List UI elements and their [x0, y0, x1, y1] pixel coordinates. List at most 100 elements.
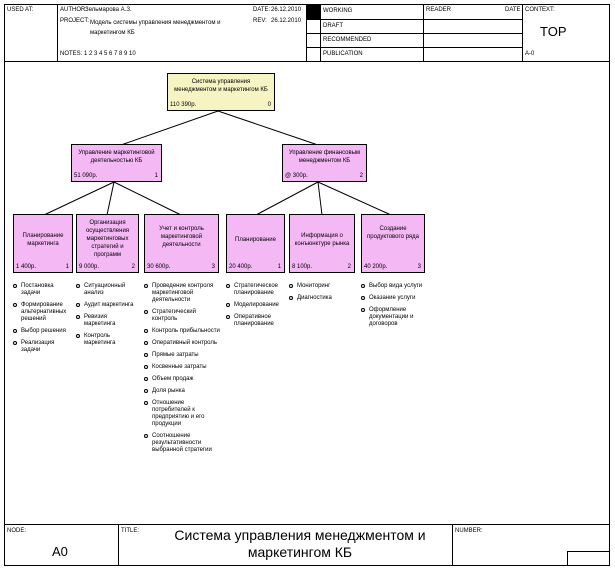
header-divider: [306, 19, 523, 20]
connector: [317, 181, 323, 216]
footer-divider: [452, 524, 453, 566]
node-number: 2: [347, 264, 351, 270]
header-divider: [57, 4, 58, 61]
node-title: Создание продуктового ряда: [367, 226, 419, 240]
list-item: Формирование альтернативных решений: [13, 302, 73, 323]
list-item-text: Реализация задачи: [21, 340, 55, 353]
bullet-circle-icon: [144, 401, 148, 405]
bullet-circle-icon: [13, 284, 17, 288]
bullet-circle-icon: [144, 341, 148, 345]
node-cost: 110 390р.: [170, 102, 197, 108]
list-item: Диагностика: [289, 295, 355, 302]
bullet-circle-icon: [289, 284, 293, 288]
list-item: Выбор вида услуги: [361, 283, 429, 290]
node-number: 1: [154, 173, 158, 179]
node-cost: 51 090р.: [74, 173, 98, 179]
bullet-circle-icon: [144, 434, 148, 438]
list-item: Мониторинг: [289, 283, 355, 290]
list-item-text: Диагностика: [297, 295, 332, 301]
list-item-text: Оперативный контроль: [152, 340, 217, 346]
node-cost: @ 300р.: [285, 173, 308, 179]
node-leaf[interactable]: Создание продуктового ряда 40 200р. 3: [361, 214, 425, 273]
connector: [255, 181, 319, 216]
node-cost: 40 200р.: [364, 264, 388, 270]
project-label: PROJECT:: [60, 18, 90, 24]
node-title: Управление маркетинговой деятельностью К…: [78, 150, 155, 164]
list-item: Оказание услуги: [361, 295, 429, 302]
list-item: Контроль прибыльности: [144, 328, 222, 335]
node-label: NODE:: [7, 528, 27, 534]
list-item-text: Контроль маркетинга: [84, 333, 116, 346]
list-item-text: Моделирование: [234, 302, 279, 308]
node-leaf[interactable]: Планирование маркетинга 1 400р. 1: [13, 214, 73, 273]
list-item-text: Ревизия маркетинга: [84, 314, 116, 327]
list-item-text: Мониторинг: [297, 283, 331, 289]
bullet-circle-icon: [144, 377, 148, 381]
list-item-text: Оформление документации и договоров: [369, 307, 414, 327]
list-item-text: Выбор решения: [21, 328, 66, 334]
node-financial-management[interactable]: Управление финансовым менеджментом КБ @ …: [282, 144, 367, 182]
list-item: Моделирование: [226, 302, 288, 309]
header-bottom-line: [4, 61, 610, 62]
diagram-title: Система управления менеджментом и маркет…: [174, 527, 426, 560]
list-item: Проведение контроля маркетинговой деятел…: [144, 283, 222, 304]
list-item-text: Ситуационный анализ: [84, 283, 126, 296]
bullet-circle-icon: [361, 308, 365, 312]
list-item-text: Косвенные затраты: [152, 364, 207, 370]
node-leaf[interactable]: Информация о конъюнктуре рынка 8 100р. 2: [289, 214, 355, 273]
rev-label: REV:: [253, 18, 267, 24]
node-leaf[interactable]: Планирование 20 400р. 1: [226, 214, 285, 273]
header-divider: [306, 47, 523, 48]
list-item-text: Постановка задачи: [21, 283, 54, 296]
node-marketing-management[interactable]: Управление маркетинговой деятельностью К…: [71, 144, 162, 182]
node-number: 1: [277, 264, 281, 270]
list-item: Прямые затраты: [144, 352, 222, 359]
bullet-circle-icon: [226, 315, 230, 319]
list-item: Стратегический контроль: [144, 309, 222, 323]
node-title: Управление финансовым менеджментом КБ: [288, 150, 361, 164]
title-label: TITLE:: [121, 528, 140, 534]
list-item-text: Доля рынка: [152, 388, 185, 394]
date-value: 26.12.2010: [271, 7, 302, 13]
context-node: A-0: [525, 51, 535, 57]
list-item: Косвенные затраты: [144, 364, 222, 371]
list-item: Реализация задачи: [13, 340, 73, 354]
bullet-circle-icon: [144, 365, 148, 369]
node-leaf[interactable]: Учет и контроль маркетинговой деятельнос…: [144, 214, 219, 273]
rev-value: 26.12.2010: [271, 18, 302, 24]
list-item: Ситуационный анализ: [76, 283, 140, 297]
footer-top-line: [4, 524, 610, 525]
list-item-text: Объем продаж: [152, 376, 194, 382]
bullet-circle-icon: [13, 341, 17, 345]
header-divider: [522, 4, 523, 61]
footer-page-box: [567, 551, 610, 566]
header-divider: [320, 4, 321, 61]
status-recommended: RECOMMENDED: [323, 37, 372, 43]
context-label: CONTEXT:: [525, 7, 555, 13]
bullet-circle-icon: [13, 329, 17, 333]
author-value: Зельмарова А.З.: [85, 7, 132, 13]
list-item: Стратегическое планирование: [226, 283, 288, 297]
list-item-text: Стратегический контроль: [152, 309, 196, 322]
list-item: Контроль маркетинга: [76, 333, 140, 347]
list-item: Постановка задачи: [13, 283, 73, 297]
bullet-circle-icon: [13, 303, 17, 307]
footer-divider: [118, 524, 119, 566]
bullet-circle-icon: [226, 303, 230, 307]
bullet-circle-icon: [144, 329, 148, 333]
node-value: A0: [52, 544, 68, 559]
node-root[interactable]: Система управления менеджментом и маркет…: [167, 73, 275, 111]
date-label: DATE:: [253, 7, 271, 13]
node-title: Организация осуществления маркетинговых …: [85, 220, 130, 258]
bullet-circle-icon: [289, 296, 293, 300]
node-title: Система управления менеджментом и маркет…: [174, 79, 268, 93]
node-leaf[interactable]: Организация осуществления маркетинговых …: [76, 214, 139, 273]
list-item: Оперативный контроль: [144, 340, 222, 347]
status-working: WORKING: [323, 8, 353, 14]
bullet-circle-icon: [76, 284, 80, 288]
number-label: NUMBER:: [455, 528, 483, 534]
bullet-circle-icon: [76, 315, 80, 319]
bullet-circle-icon: [144, 389, 148, 393]
bullet-list: Проведение контроля маркетинговой деятел…: [144, 283, 222, 459]
header-divider: [306, 33, 523, 34]
